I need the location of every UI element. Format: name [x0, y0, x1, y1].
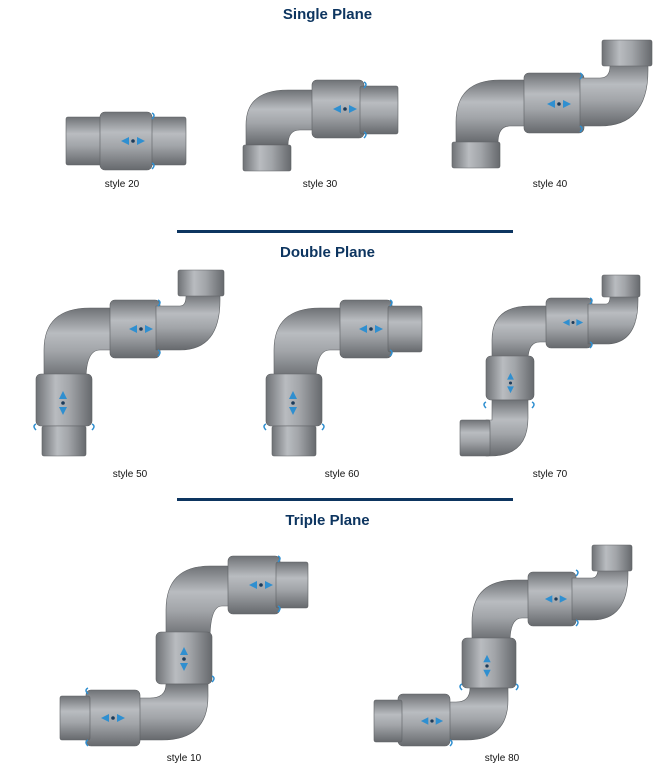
style-60-caption: style 60	[324, 469, 360, 480]
section-title-triple-plane: Triple Plane	[285, 512, 370, 529]
section-title-double-plane: Double Plane	[279, 244, 376, 261]
style-80-caption: style 80	[484, 753, 520, 764]
style-30-joint	[242, 79, 399, 172]
section-divider	[177, 230, 513, 233]
style-50-joint	[33, 269, 225, 457]
section-divider	[177, 498, 513, 501]
style-20-joint	[65, 111, 187, 171]
style-20-caption: style 20	[104, 179, 140, 190]
style-40-joint	[451, 39, 653, 169]
style-50-caption: style 50	[112, 469, 148, 480]
style-60-joint	[263, 299, 423, 457]
style-70-caption: style 70	[532, 469, 568, 480]
style-10-joint	[59, 555, 309, 747]
style-30-caption: style 30	[302, 179, 338, 190]
style-80-joint	[373, 544, 633, 747]
style-40-caption: style 40	[532, 179, 568, 190]
style-70-joint	[459, 274, 641, 457]
section-title-single-plane: Single Plane	[282, 6, 373, 23]
style-10-caption: style 10	[166, 753, 202, 764]
